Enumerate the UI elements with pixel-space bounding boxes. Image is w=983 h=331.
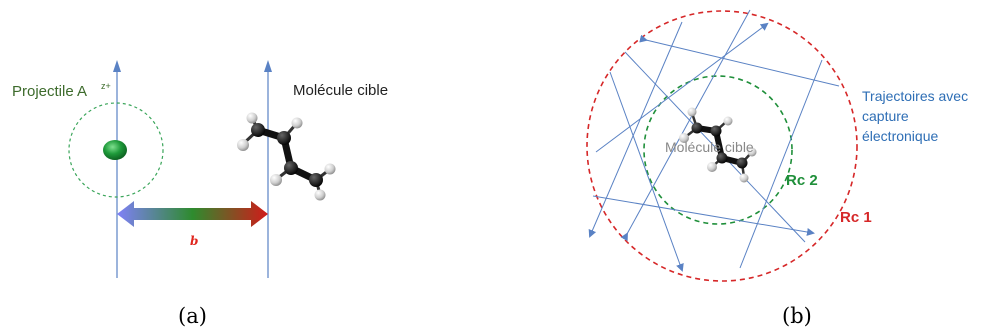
target-axis-line — [264, 60, 272, 278]
trajectory-line — [610, 72, 682, 270]
trajectories-label-line1: Trajectoires avec — [862, 88, 968, 104]
target-molecule-label-b: Molécule cible — [665, 139, 754, 155]
panel-a: Projectile A z+ Molécule cible — [12, 60, 388, 328]
trajectory-line — [646, 40, 839, 86]
panel-b: Molécule cible Rc 2 Rc 1 Trajectoires av… — [587, 10, 968, 328]
trajectory-line — [593, 196, 813, 233]
trajectories-label-line2: capture — [862, 108, 909, 124]
projectile-trajectory-line — [113, 60, 121, 278]
caption-a: (a) — [178, 304, 207, 328]
target-molecule-label: Molécule cible — [293, 82, 388, 99]
caption-b: (b) — [782, 304, 812, 328]
rc1-label: Rc 1 — [840, 209, 872, 226]
trajectories-label-line3: électronique — [862, 128, 938, 144]
green-ball-projectile-icon — [103, 140, 127, 160]
trajectory-line — [740, 60, 822, 268]
rc2-label: Rc 2 — [786, 172, 818, 189]
projectile-charge-superscript: z+ — [101, 81, 111, 91]
impact-parameter-label: b — [190, 234, 198, 248]
butadiene-molecule-icon — [237, 113, 336, 201]
impact-parameter-arrow — [117, 201, 268, 227]
projectile-label: Projectile A — [12, 83, 87, 100]
trajectory-line — [596, 24, 767, 152]
